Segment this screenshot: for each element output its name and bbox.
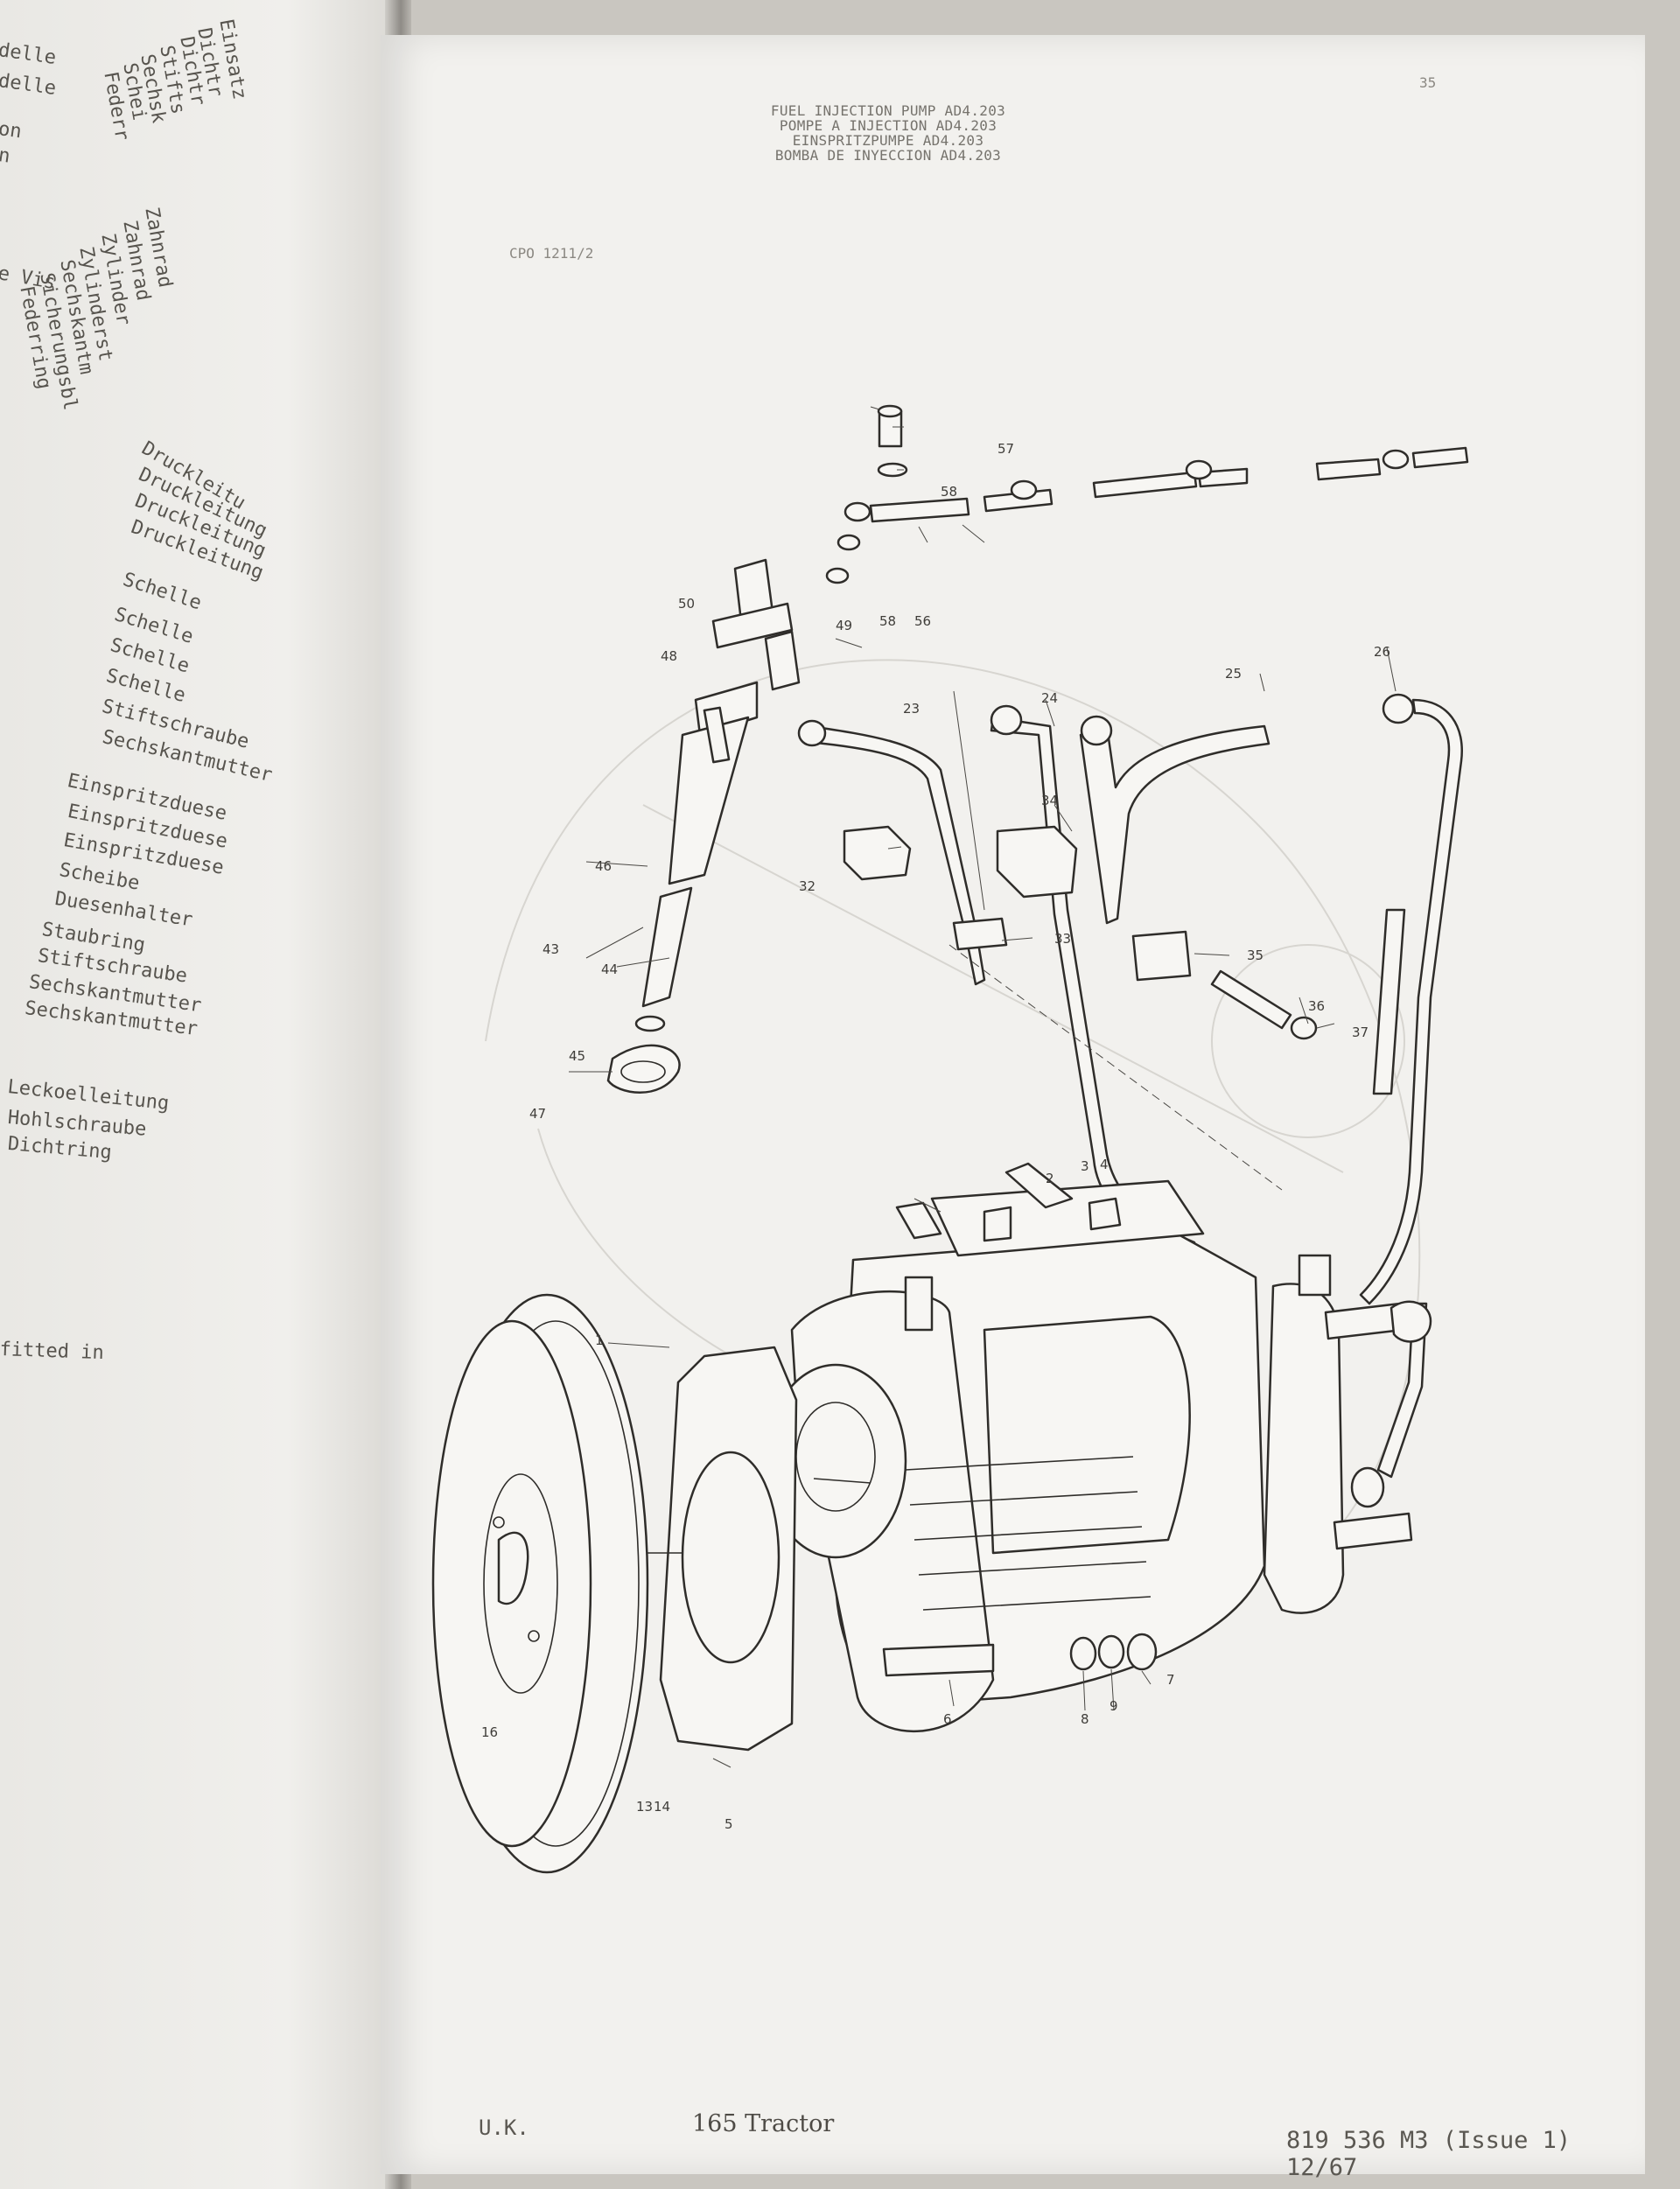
callout-label: 46	[595, 858, 612, 874]
left-line: Dichtring	[6, 1133, 113, 1164]
title-line-english: FUEL INJECTION PUMP AD4.203	[770, 102, 1006, 119]
callout-label: 1	[595, 1332, 604, 1348]
callout-label: 7	[1166, 1672, 1175, 1688]
callout-label: 44	[601, 962, 618, 977]
callout-label: 35	[1247, 948, 1264, 963]
callout-label: 2	[1046, 1171, 1054, 1186]
callout-label: 26	[1374, 644, 1390, 660]
callout-label: 57	[998, 441, 1014, 457]
callout-label: 58	[941, 484, 957, 500]
callout-label: 8	[1081, 1711, 1089, 1727]
pump-gasket	[643, 1346, 798, 1752]
thrust-plate	[497, 1531, 529, 1605]
callout-label: 3	[1081, 1158, 1089, 1174]
title-line-french: POMPE A INJECTION AD4.203	[779, 117, 998, 134]
page-number: 35	[1419, 74, 1437, 91]
callout-numbers: 57 58 56 58 49 50 48 23 24 25 26 34 32 3…	[481, 441, 1390, 1832]
callout-label: 43	[542, 941, 559, 957]
callout-label: 58	[879, 613, 896, 629]
callout-label: 49	[836, 618, 852, 633]
callout-label: 36	[1308, 998, 1325, 1014]
title-line-spanish: BOMBA DE INYECCION AD4.203	[774, 147, 1002, 164]
callout-label: 50	[678, 596, 695, 612]
callout-label: 47	[529, 1106, 546, 1122]
callout-label: 16	[481, 1724, 498, 1740]
callout-label: 33	[1054, 931, 1071, 947]
left-line: n	[0, 144, 12, 168]
callout-label: 23	[903, 701, 920, 717]
exploded-parts-diagram: 57 58 56 58 49 50 48 23 24 25 26 34 32 3…	[431, 404, 1469, 1874]
callout-label: 25	[1225, 666, 1242, 682]
callout-label: 6	[943, 1711, 952, 1727]
left-line: on	[0, 118, 24, 143]
left-line: delle	[0, 39, 58, 69]
callout-label: 45	[569, 1048, 585, 1064]
title-line-german: EINSPRITZPUMPE AD4.203	[792, 132, 984, 149]
callout-label: 13	[636, 1799, 653, 1815]
footer-region: U.K.	[479, 2116, 529, 2140]
injection-pump-body	[764, 1162, 1432, 1732]
injector-assembly	[606, 558, 801, 1094]
page-title: FUEL INJECTION PUMP AD4.203 POMPE A INJE…	[678, 103, 1098, 163]
pipe-clamps	[843, 825, 1318, 1040]
callout-label: 14	[654, 1799, 670, 1815]
assembly-center-lines	[948, 944, 1283, 1191]
callout-label: 37	[1352, 1025, 1368, 1040]
callout-label: 32	[799, 878, 816, 894]
callout-label: 5	[724, 1816, 733, 1832]
footer-model: 165 Tractor	[692, 2110, 835, 2137]
callout-label: 9	[1110, 1698, 1118, 1714]
left-facing-page: Einsatz delle Dichtr delle Dichtr on Sti…	[0, 0, 411, 2189]
left-page-text: Einsatz delle Dichtr delle Dichtr on Sti…	[0, 0, 411, 2189]
callout-leaders	[569, 406, 1396, 1768]
pipe-assembly-top	[825, 404, 1469, 584]
callout-label: 34	[1041, 793, 1058, 808]
footer-part-number: 819 536 M3 (Issue 1) 12/67	[1286, 2127, 1572, 2181]
left-line: delle	[0, 70, 58, 100]
callout-label: 56	[914, 613, 931, 629]
callout-label: 4	[1100, 1157, 1109, 1172]
left-line: fitted in	[0, 1339, 105, 1365]
callout-label: 24	[1041, 690, 1058, 706]
right-page: 35 FUEL INJECTION PUMP AD4.203 POMPE A I…	[381, 35, 1645, 2181]
reference-code: CPO 1211/2	[509, 245, 594, 262]
callout-label: 48	[661, 648, 677, 664]
